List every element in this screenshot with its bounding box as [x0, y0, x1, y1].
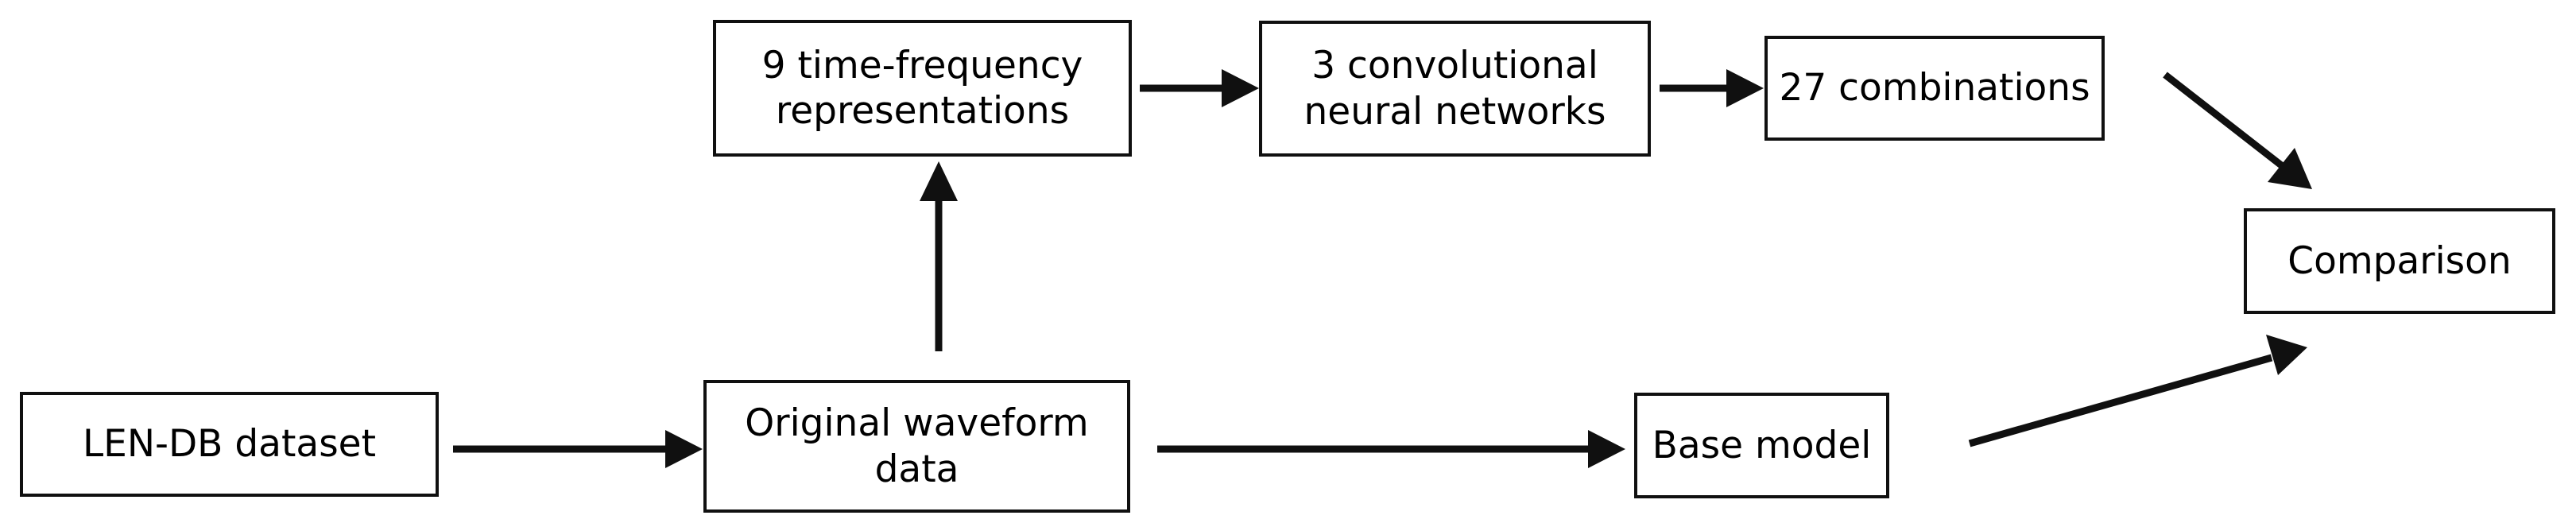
node-original-waveform-data: Original waveform data: [703, 380, 1130, 513]
node-convolutional-neural-networks: 3 convolutional neural networks: [1259, 21, 1651, 157]
node-label: LEN-DB dataset: [82, 422, 377, 467]
edge-combos-to-comparison: [2163, 72, 2312, 189]
node-label: 9 time-frequency representations: [761, 43, 1083, 133]
edge-basemodel-to-comparison: [1968, 335, 2307, 447]
node-label: Comparison: [2287, 238, 2512, 283]
node-combinations: 27 combinations: [1764, 36, 2105, 141]
edge-dataset-to-waveform: [453, 430, 703, 468]
node-label: 27 combinations: [1779, 66, 2090, 110]
node-len-db-dataset: LEN-DB dataset: [20, 392, 439, 497]
node-label: Base model: [1652, 423, 1872, 467]
edge-tfr-to-cnn: [1140, 69, 1259, 107]
node-label: Original waveform data: [745, 401, 1089, 491]
edge-waveform-to-tfr: [920, 161, 958, 351]
edge-cnn-to-combos: [1660, 69, 1764, 107]
edge-waveform-to-basemodel: [1157, 430, 1625, 468]
node-time-frequency-representations: 9 time-frequency representations: [713, 20, 1132, 157]
node-label: 3 convolutional neural networks: [1303, 44, 1606, 134]
node-comparison: Comparison: [2244, 208, 2555, 314]
node-base-model: Base model: [1634, 393, 1889, 498]
